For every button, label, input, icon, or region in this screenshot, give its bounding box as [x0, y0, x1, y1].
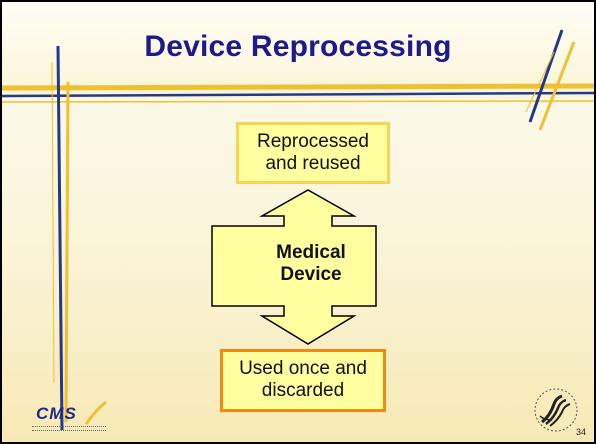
page-number: 34	[575, 427, 586, 437]
title-band	[2, 2, 594, 98]
medical-device-line2: Device	[280, 264, 342, 285]
medical-device-line1: Medical	[276, 242, 346, 263]
cms-swoosh-icon	[84, 400, 107, 425]
reprocessed-line2: and reused	[265, 153, 361, 174]
cms-logo: CMS	[32, 400, 112, 434]
medical-device-label: Medical Device	[246, 242, 376, 286]
reprocessed-line1: Reprocessed	[257, 131, 369, 152]
medical-device-arrow-shape	[211, 189, 377, 345]
discarded-box: Used once and discarded	[220, 349, 386, 412]
hhs-eagle-seal-icon	[534, 388, 578, 432]
discarded-line2: discarded	[261, 380, 345, 401]
cms-logo-subtitle	[32, 426, 106, 431]
discarded-line1: Used once and	[239, 358, 367, 379]
cms-logo-text: CMS	[36, 404, 77, 423]
slide-title: Device Reprocessing	[144, 30, 452, 63]
reprocessed-box: Reprocessed and reused	[236, 122, 390, 184]
